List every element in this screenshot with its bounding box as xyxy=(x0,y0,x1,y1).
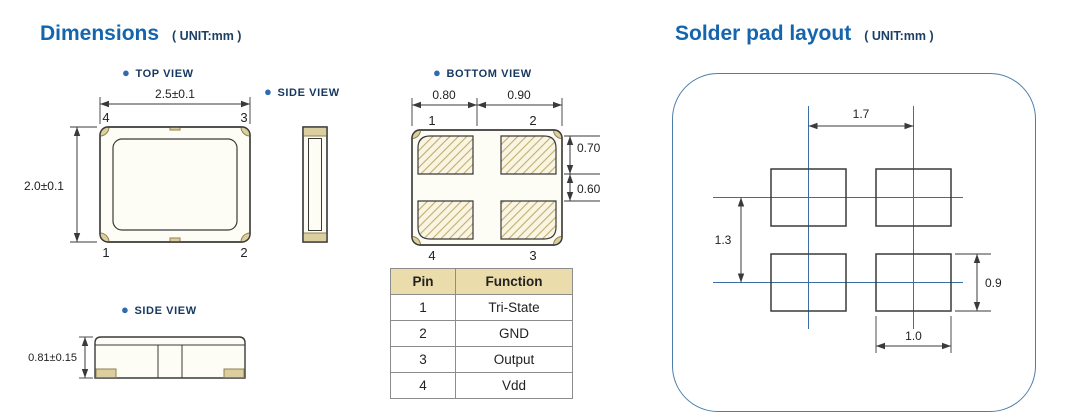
top-view-pin1-number: 1 xyxy=(102,245,109,260)
solder-pad-top-right xyxy=(875,168,952,227)
top-view-package-body xyxy=(99,126,251,243)
top-view-lid-outline xyxy=(112,138,238,231)
side-view-bottom-label: ● SIDE VIEW xyxy=(121,302,197,317)
bottom-view-dim-080-text: 0.80 xyxy=(432,88,456,102)
bullet-icon: ● xyxy=(121,302,130,317)
bottom-view-pad1 xyxy=(417,135,474,175)
pin-cell: 2 xyxy=(390,320,456,347)
solder-dim-pad-height: 0.9 xyxy=(955,253,1002,312)
function-cell: Output xyxy=(455,346,573,373)
bottom-view-pad4 xyxy=(417,200,474,240)
solder-pad-layout-panel: 1.7 1.3 0.9 1.0 xyxy=(672,73,1036,412)
bottom-view-dim-060-text: 0.60 xyxy=(577,182,601,196)
solder-dim-09-text: 0.9 xyxy=(985,276,1002,290)
bullet-icon: ● xyxy=(264,84,273,99)
solder-pad-top-left xyxy=(770,168,847,227)
pin-cell: 1 xyxy=(390,294,456,321)
pin-cell: 3 xyxy=(390,346,456,373)
function-cell: Vdd xyxy=(455,372,573,399)
top-view-label: ● TOP VIEW xyxy=(122,65,194,80)
solder-pad-title: Solder pad layout xyxy=(675,22,852,45)
table-row: 1 Tri-State xyxy=(390,294,573,321)
side-view-right-inner-line xyxy=(308,138,322,231)
bottom-view-pin1-number: 1 xyxy=(428,113,435,128)
side-view-bottom-right-pad xyxy=(223,368,245,378)
bottom-view-pad2 xyxy=(500,135,557,175)
bottom-view-package-outline xyxy=(411,129,563,246)
solder-pad-bottom-left xyxy=(770,253,847,312)
solder-pad-centerlines xyxy=(713,106,963,329)
side-view-bottom-height-dim-text: 0.81±0.15 xyxy=(28,352,77,364)
side-view-right-bottom-pad xyxy=(302,232,328,243)
pin-column-header: Pin xyxy=(390,268,456,295)
bottom-view-corner-castellations xyxy=(412,130,562,245)
solder-dim-horizontal-pitch: 1.7 xyxy=(808,107,914,130)
top-view-pin3-number: 3 xyxy=(240,110,247,125)
side-view-bottom-body xyxy=(94,336,246,379)
side-view-right-drawing xyxy=(302,126,328,243)
solder-pad-bottom-right xyxy=(875,253,952,312)
pin-function-table: Pin Function 1 Tri-State 2 GND 3 Output … xyxy=(390,268,573,399)
top-view-corner-pads xyxy=(100,127,250,242)
solder-dim-pad-width: 1.0 xyxy=(875,316,952,353)
bottom-view-label-text: BOTTOM VIEW xyxy=(446,68,532,80)
bottom-view-label: ● BOTTOM VIEW xyxy=(433,65,532,80)
top-view-drawing: 2.5±0.1 2.0±0.1 4 3 1 2 xyxy=(24,87,251,260)
side-view-right-label: ● SIDE VIEW xyxy=(264,84,340,99)
function-column-header: Function xyxy=(455,268,573,295)
bottom-view-pin3-number: 3 xyxy=(529,248,536,263)
solder-unit-label: ( UNIT:mm ) xyxy=(864,29,934,43)
dimensions-section-header: Dimensions ( UNIT:mm ) xyxy=(40,22,241,46)
table-row: 2 GND xyxy=(390,320,573,347)
solder-dim-vertical-pitch: 1.3 xyxy=(715,197,745,283)
dimensions-title: Dimensions xyxy=(40,22,160,45)
top-view-pin4-number: 4 xyxy=(102,110,109,125)
side-view-bottom-left-pad xyxy=(95,368,117,378)
side-view-right-top-pad xyxy=(302,126,328,137)
top-view-height-dim-text: 2.0±0.1 xyxy=(24,179,64,193)
solder-section-header: Solder pad layout ( UNIT:mm ) xyxy=(675,22,934,46)
solder-pad-layout-drawing: 1.7 1.3 0.9 1.0 xyxy=(713,106,1002,353)
table-row: 3 Output xyxy=(390,346,573,373)
pin-cell: 4 xyxy=(390,372,456,399)
bottom-view-top-dimensions: 0.80 0.90 xyxy=(411,88,563,126)
table-row: 4 Vdd xyxy=(390,372,573,399)
side-view-bottom-label-text: SIDE VIEW xyxy=(134,305,197,317)
bottom-view-dim-070-text: 0.70 xyxy=(577,141,601,155)
side-view-right-outline xyxy=(302,126,328,243)
bottom-view-drawing: 0.80 0.90 1 2 4 3 xyxy=(411,88,601,263)
side-view-right-label-text: SIDE VIEW xyxy=(277,87,340,99)
function-cell: GND xyxy=(455,320,573,347)
bottom-view-pad3 xyxy=(500,200,557,240)
function-cell: Tri-State xyxy=(455,294,573,321)
solder-dim-17-text: 1.7 xyxy=(853,107,870,121)
side-view-bottom-drawing: 0.81±0.15 xyxy=(28,336,246,379)
bottom-view-pin4-number: 4 xyxy=(428,248,435,263)
bullet-icon: ● xyxy=(122,65,131,80)
side-view-right-body xyxy=(302,126,328,243)
bottom-view-dim-090-text: 0.90 xyxy=(507,88,531,102)
top-view-package-outline xyxy=(99,126,251,243)
bottom-view-right-dimensions: 0.70 0.60 xyxy=(564,135,601,202)
top-view-height-dimension: 2.0±0.1 xyxy=(24,126,97,243)
dimensions-unit-label: ( UNIT:mm ) xyxy=(172,29,242,43)
top-view-pin2-number: 2 xyxy=(240,245,247,260)
bullet-icon: ● xyxy=(433,65,442,80)
table-header-row: Pin Function xyxy=(390,268,573,295)
solder-dim-13-text: 1.3 xyxy=(715,233,732,247)
bottom-view-pin2-number: 2 xyxy=(529,113,536,128)
top-view-label-text: TOP VIEW xyxy=(135,68,194,80)
solder-dim-10-text: 1.0 xyxy=(905,329,922,343)
top-view-width-dim-text: 2.5±0.1 xyxy=(155,87,195,101)
side-view-bottom-height-dimension: 0.81±0.15 xyxy=(28,336,93,379)
dimensions-drawings: 2.5±0.1 2.0±0.1 4 3 1 2 xyxy=(24,87,601,379)
top-view-width-dimension: 2.5±0.1 xyxy=(99,87,251,124)
